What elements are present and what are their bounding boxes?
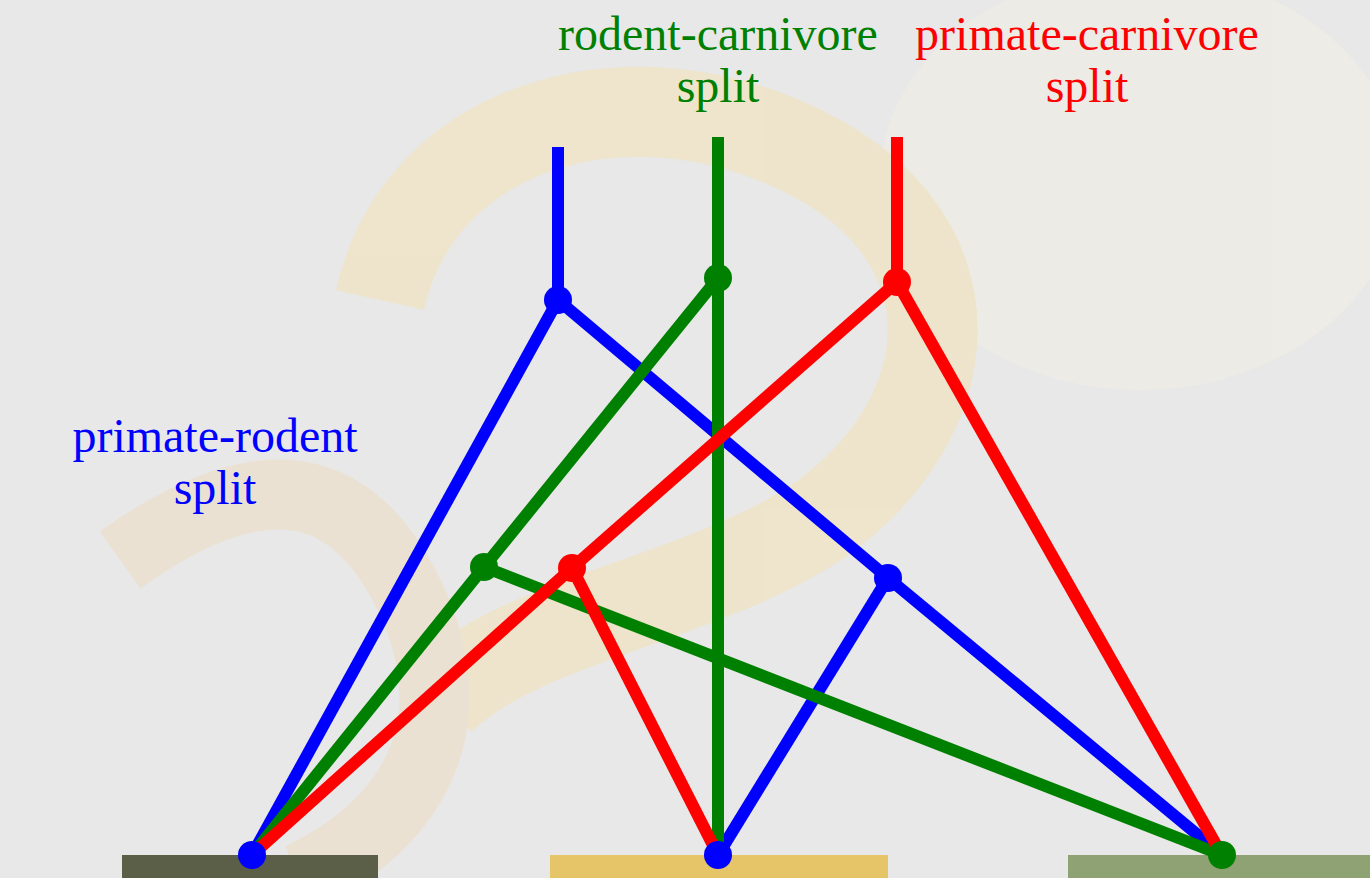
tree-branch: [252, 568, 572, 855]
tree-branch: [572, 568, 718, 855]
split-dot: [874, 564, 902, 592]
tree-branch: [484, 278, 718, 567]
split-dot: [883, 268, 911, 296]
split-label: primate-rodent split: [50, 410, 380, 514]
split-dot: [544, 286, 572, 314]
split-label: primate-carnivore split: [897, 8, 1277, 112]
watermark-ribbon: [380, 112, 933, 700]
blue-gene-tree: [252, 147, 1222, 855]
tree-branch: [891, 137, 903, 282]
tree-branch: [572, 282, 897, 568]
species-dot: [704, 841, 732, 869]
tree-branch: [712, 137, 724, 855]
split-dot: [470, 553, 498, 581]
tree-branch: [888, 578, 1222, 855]
tree-branch: [897, 282, 1222, 855]
split-label: rodent-carnivore split: [533, 8, 903, 112]
tree-branch: [484, 567, 1222, 855]
species-dot: [1208, 841, 1236, 869]
tree-branch: [552, 147, 564, 300]
green-gene-tree: [252, 137, 1222, 855]
species-dot: [238, 841, 266, 869]
tree-branch: [252, 567, 484, 855]
split-dot: [558, 554, 586, 582]
split-dots: [238, 264, 1236, 869]
red-gene-tree: [252, 137, 1222, 855]
split-dot: [704, 264, 732, 292]
